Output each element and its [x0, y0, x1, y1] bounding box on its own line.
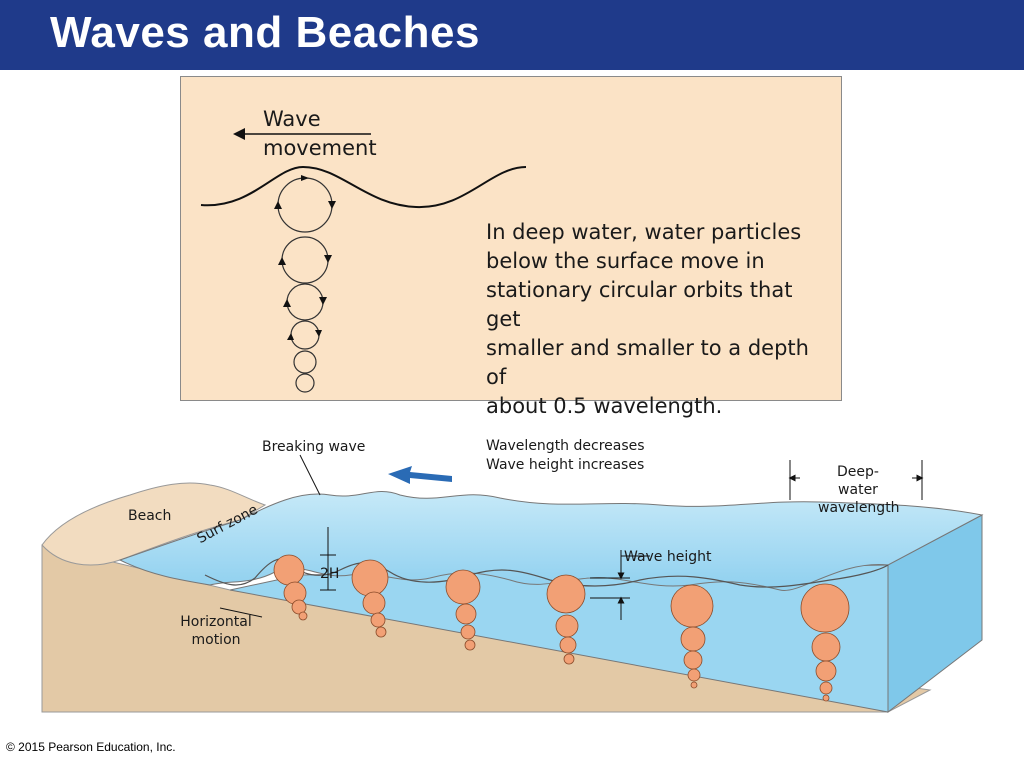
- horizontal-motion-label: Horizontal motion: [180, 613, 252, 649]
- surface-wave: [200, 165, 527, 209]
- title-bar: Waves and Beaches: [0, 0, 1024, 70]
- beach-surface: [41, 482, 267, 566]
- deep-water-panel: Wave movement In deep water, water parti…: [180, 76, 842, 418]
- description-line-2: below the surface move in: [486, 249, 765, 273]
- deep-water-orbit-diagram: [200, 128, 527, 393]
- deep-water-wavelength-label: Deep-water wavelength: [818, 463, 900, 517]
- breaking-wave-label: Breaking wave: [262, 439, 366, 455]
- wave-height-increases-label: Wave height increases: [486, 457, 645, 473]
- description-line-1: In deep water, water particles: [486, 220, 802, 244]
- wave-movement-line-2: movement: [263, 136, 377, 160]
- water-surface: [118, 491, 984, 591]
- wave-height-label: Wave height: [624, 549, 712, 565]
- two-h-label: 2H: [320, 566, 340, 582]
- orbit-columns: [273, 554, 850, 702]
- slide-title: Waves and Beaches: [50, 8, 480, 57]
- deep-water-line-1: Deep-water: [837, 464, 879, 498]
- horizontal-motion-arrow: [219, 607, 263, 618]
- copyright-footer: © 2015 Pearson Education, Inc.: [6, 740, 176, 754]
- description-line-4: smaller and smaller to a depth of: [486, 336, 809, 389]
- deep-water-description: In deep water, water particles below the…: [486, 218, 831, 421]
- beach-label: Beach: [128, 508, 172, 524]
- wave-movement-label: Wave movement: [263, 105, 377, 163]
- description-line-3: stationary circular orbits that get: [486, 278, 793, 331]
- breaking-wave-leader: [299, 454, 321, 496]
- description-line-5: about 0.5 wavelength.: [486, 394, 723, 418]
- wave-movement-line-1: Wave: [263, 107, 321, 131]
- direction-arrow: [388, 466, 452, 484]
- orbit-direction-arrows: [274, 175, 336, 340]
- wavelength-decreases-label: Wavelength decreases: [486, 438, 645, 454]
- deep-water-line-2: wavelength: [818, 500, 900, 516]
- horizontal-line-1: Horizontal: [180, 614, 252, 630]
- horizontal-line-2: motion: [191, 632, 241, 648]
